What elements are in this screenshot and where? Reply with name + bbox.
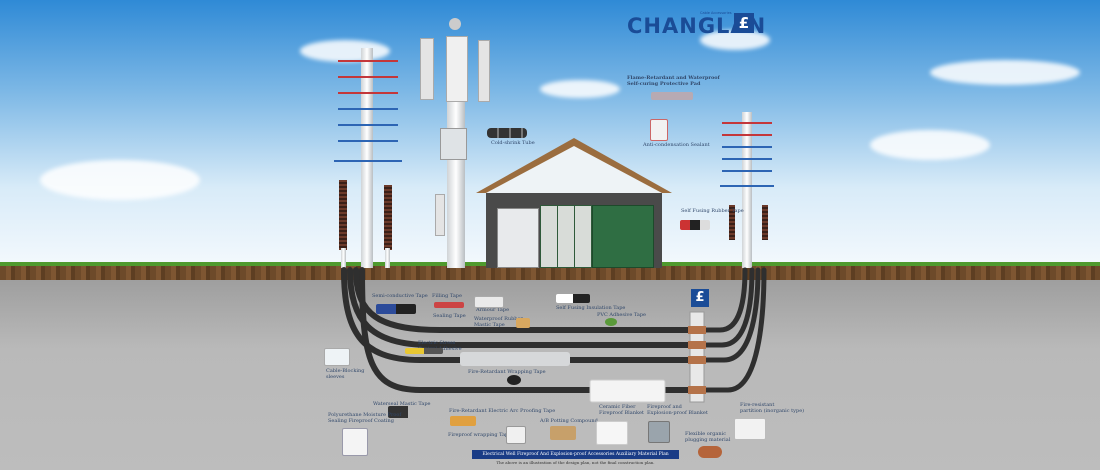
label-sealing: Sealing Tape xyxy=(433,313,466,319)
switchgear-cabinet xyxy=(497,208,539,268)
antenna-panel xyxy=(446,36,468,102)
footer-title-plate: Electrical Well Fireproof And Explosion-… xyxy=(472,450,679,459)
antenna-panel xyxy=(420,38,434,100)
armour-tape-product xyxy=(474,296,504,308)
label-pu-coating: Polyurethane Moisture Proof Sealing Fire… xyxy=(328,412,402,424)
ab-potting-product xyxy=(550,426,576,440)
fire-wrap-product xyxy=(507,375,521,385)
fireproof-wrap-product xyxy=(506,426,526,444)
cloud xyxy=(540,80,620,98)
antenna-panel xyxy=(435,194,445,236)
distribution-cabinet xyxy=(592,205,654,268)
telecom-tower xyxy=(447,60,465,268)
left-support-post xyxy=(341,248,346,268)
plugging-product xyxy=(698,446,722,458)
label-partition: Fire-resistant partition (inorganic type… xyxy=(740,402,805,414)
waterseal-mastic-product xyxy=(388,406,428,418)
distribution-cabinet xyxy=(540,205,594,268)
label-self-fusing-rubber: Self Fusing Rubber Tape xyxy=(681,208,744,214)
label-fire-electric: Fire-Retardant Electric Arc Proofing Tap… xyxy=(449,408,556,414)
flame-pad-product xyxy=(651,92,693,100)
cloud xyxy=(930,60,1080,85)
label-ab-potting: A/B Potting Compound xyxy=(540,418,598,424)
brand-subtitle: Cable Accessories xyxy=(700,11,732,15)
right-bushing xyxy=(762,205,768,240)
underground-logo-icon: £ xyxy=(691,289,709,307)
cloud xyxy=(870,130,990,160)
label-cable-blocking: Cable-Blocking sleeves xyxy=(326,368,365,380)
label-filling: Filling Tape xyxy=(432,293,462,299)
cloud xyxy=(700,30,770,50)
label-pvc: PVC Adhesive Tape xyxy=(597,312,647,318)
pvc-tape-product xyxy=(605,318,617,326)
footer-note: The above is an illustration of the desi… xyxy=(496,460,655,465)
antenna-panel xyxy=(478,40,490,102)
cold-shrink-tube-product xyxy=(487,128,527,138)
right-bushing xyxy=(729,205,735,240)
label-ceramic: Ceramic Fiber Fireproof Blanket xyxy=(599,404,644,416)
waterproof-mastic-product xyxy=(516,318,530,328)
electric-stress-product xyxy=(405,348,443,354)
label-fire-wrap: Fire-Retardant Wrapping Tape xyxy=(468,369,546,375)
tower-cabinet xyxy=(440,128,467,160)
label-explosion: Fireproof and Explosion-proof Blanket xyxy=(647,404,708,416)
label-waterseal-mastic: Waterseal Mastic Tape xyxy=(373,401,431,407)
label-flame-pad: Flame-Retardant and Waterproof Self-curi… xyxy=(627,75,720,87)
left-bushing xyxy=(339,180,347,250)
label-anti-condensation: Anti-condensation Sealant xyxy=(643,142,710,148)
house-roof-inner xyxy=(486,146,662,193)
cloud xyxy=(40,160,200,200)
dish-antenna-icon xyxy=(449,18,461,30)
left-support-post xyxy=(385,248,390,268)
partition-product xyxy=(734,418,766,440)
label-armour: Armour Tape xyxy=(476,307,510,313)
ceramic-blanket-product xyxy=(596,421,628,445)
label-waterproof-mastic: Waterproof Rubber Mastic Tape xyxy=(474,316,523,328)
label-fireproof-wrap: Fireproof wrapping Tape xyxy=(448,432,512,438)
fire-electric-product xyxy=(450,416,476,426)
explosion-blanket-product xyxy=(648,421,670,443)
label-plugging: Flexible organic plugging material xyxy=(685,431,731,443)
left-bushing xyxy=(384,185,392,250)
anti-condensation-bucket xyxy=(650,119,668,141)
self-fusing-insulation-product xyxy=(556,294,590,303)
soil-strip xyxy=(0,266,1100,280)
self-fusing-rubber-product xyxy=(680,220,710,230)
cable-blocking-product xyxy=(324,348,350,366)
brand-logo-icon: £ xyxy=(734,13,754,33)
filling-tape-product xyxy=(434,302,464,308)
label-self-fusing-insulation: Self Fusing Insulation Tape xyxy=(556,305,626,311)
semi-conductive-product xyxy=(376,304,416,314)
left-transmission-pole xyxy=(361,48,373,268)
pu-coating-bucket xyxy=(342,428,368,456)
right-transmission-pole xyxy=(742,112,752,268)
label-semi-conductive: Semi-conductive Tape xyxy=(372,293,428,299)
